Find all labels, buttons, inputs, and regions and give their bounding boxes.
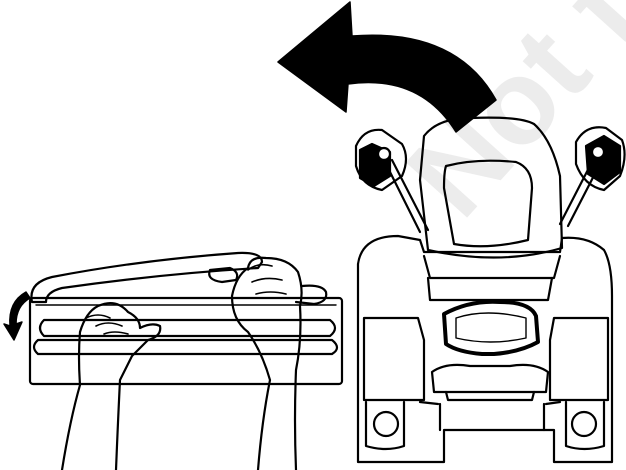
right-lever — [560, 127, 625, 226]
lever-handle — [31, 253, 262, 302]
left-wheel — [374, 412, 398, 436]
right-wheel — [572, 412, 596, 436]
center-emblem — [444, 302, 538, 354]
left-lever — [356, 130, 428, 232]
mower-front-view — [278, 2, 625, 462]
left-hand — [62, 303, 160, 470]
lap-bar-illustration — [4, 253, 342, 470]
right-hand — [232, 258, 302, 470]
curved-arrow-down-icon — [4, 292, 30, 340]
curved-arrow-left-icon — [278, 2, 496, 132]
seat-back — [420, 118, 562, 258]
